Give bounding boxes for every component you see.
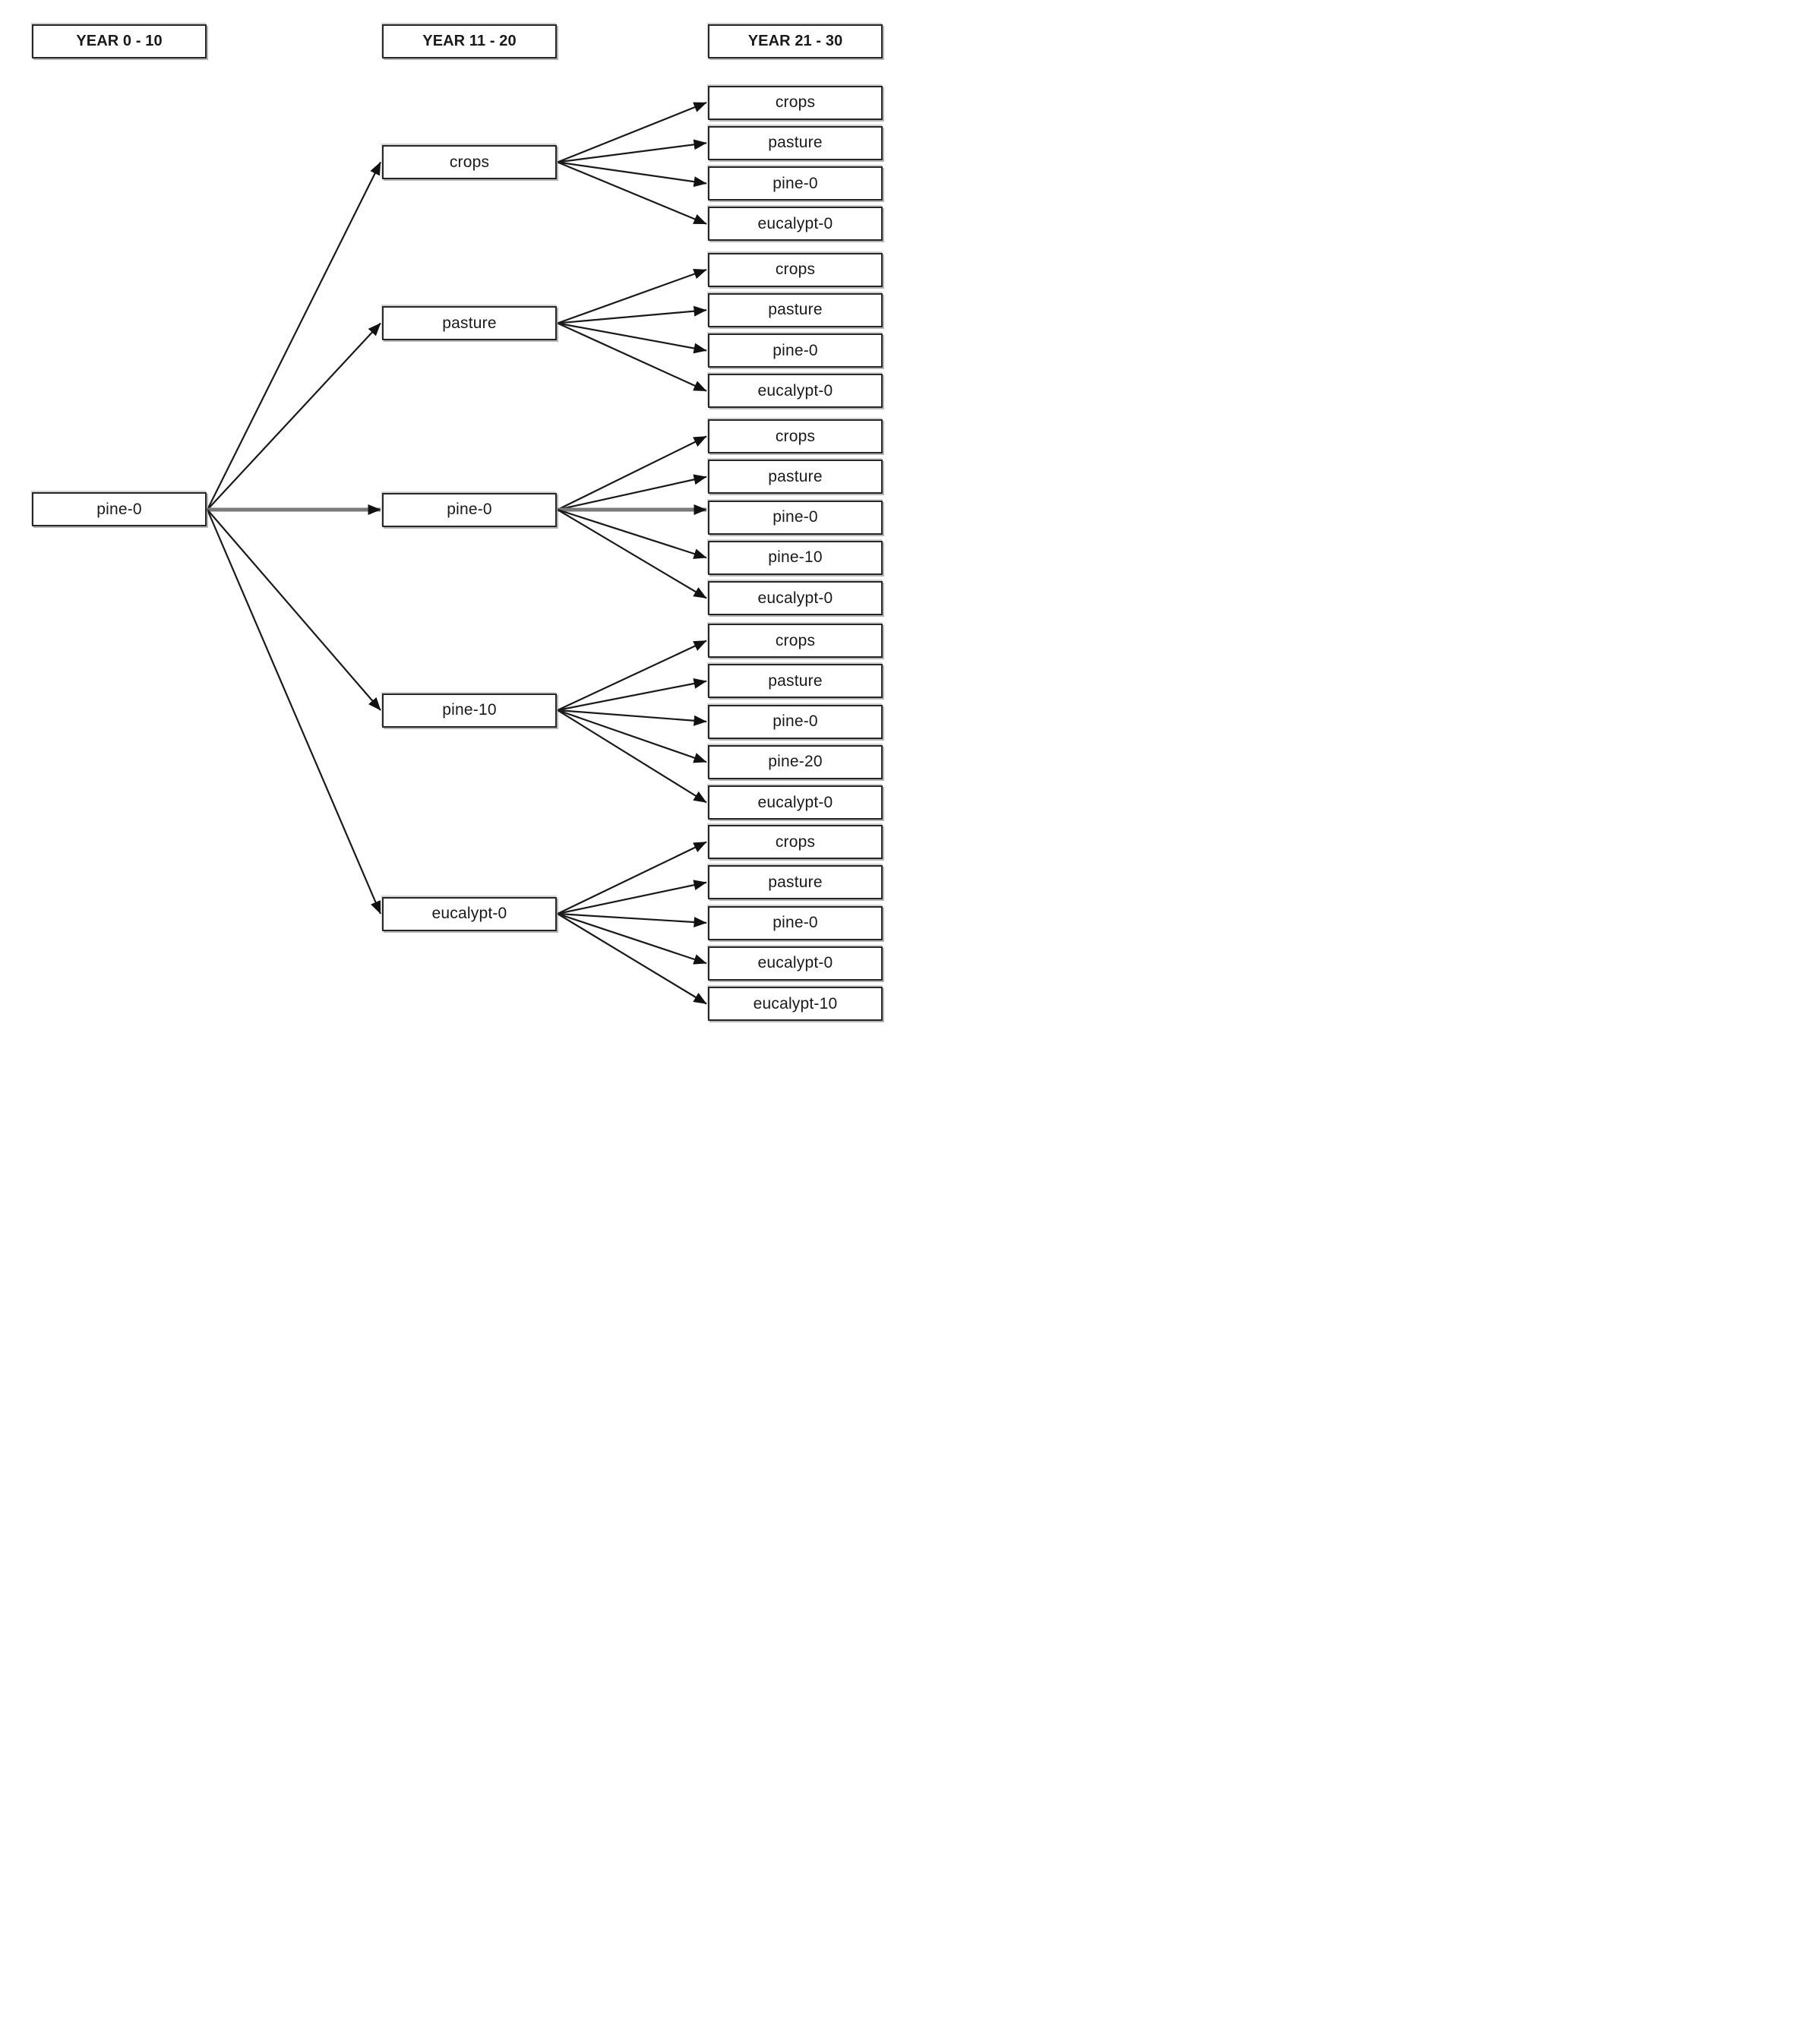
column-header-year-11-20: YEAR 11 - 20 xyxy=(382,24,557,58)
transition-arrow xyxy=(207,509,381,711)
transition-arrow xyxy=(557,161,707,188)
decade3-node-pasture-crops: crops xyxy=(708,252,883,287)
decade3-node-pine-0-crops: crops xyxy=(708,419,883,453)
decade2-node-pasture: pasture xyxy=(382,306,557,340)
transition-arrow xyxy=(557,880,707,915)
decade3-node-pine-0-pine-10: pine-10 xyxy=(708,540,883,575)
decade3-node-eucalypt-0-pasture: pasture xyxy=(708,865,883,900)
transition-arrow xyxy=(557,268,707,324)
transition-arrow xyxy=(557,912,707,927)
decade3-node-crops-pasture: pasture xyxy=(708,125,883,160)
decade3-node-pine-0-pine-0: pine-0 xyxy=(708,500,883,535)
decade3-node-pine-10-crops: crops xyxy=(708,624,883,658)
decade3-node-eucalypt-0-eucalypt-10: eucalypt-10 xyxy=(708,987,883,1021)
decade3-node-pine-0-eucalypt-0: eucalypt-0 xyxy=(708,581,883,615)
transition-arrow xyxy=(557,678,707,712)
land-use-transition-diagram: YEAR 0 - 10 YEAR 11 - 20 YEAR 21 - 30 pi… xyxy=(0,0,901,1022)
transition-arrow xyxy=(557,709,707,763)
transition-arrow xyxy=(557,474,707,511)
decade3-node-pasture-pine-0: pine-0 xyxy=(708,333,883,368)
decade3-node-pine-0-pasture: pasture xyxy=(708,460,883,494)
transition-arrow xyxy=(557,322,707,392)
decade3-node-eucalypt-0-crops: crops xyxy=(708,825,883,859)
decade2-node-eucalypt-0: eucalypt-0 xyxy=(382,896,557,931)
decade3-node-pasture-pasture: pasture xyxy=(708,292,883,327)
transition-arrow xyxy=(557,912,707,965)
transition-arrow xyxy=(557,640,707,711)
decade3-node-eucalypt-0-pine-0: pine-0 xyxy=(708,905,883,940)
decade3-node-pine-10-pasture: pasture xyxy=(708,664,883,699)
transition-arrow xyxy=(557,841,707,915)
decade3-node-crops-crops: crops xyxy=(708,85,883,120)
transition-arrow xyxy=(557,509,707,599)
decade3-node-eucalypt-0-eucalypt-0: eucalypt-0 xyxy=(708,946,883,981)
root-node-pine-0: pine-0 xyxy=(32,492,207,526)
transition-arrow xyxy=(557,913,707,1005)
transition-arrow xyxy=(557,508,707,559)
decade3-node-crops-eucalypt-0: eucalypt-0 xyxy=(708,207,883,242)
transition-arrow xyxy=(207,322,381,510)
connector-arrows xyxy=(206,101,707,1005)
decade3-node-pine-10-pine-20: pine-20 xyxy=(708,744,883,779)
transition-arrow xyxy=(557,322,707,354)
decade3-node-pine-10-eucalypt-0: eucalypt-0 xyxy=(708,785,883,820)
decade2-node-pine-10: pine-10 xyxy=(382,693,557,728)
transition-arrow xyxy=(557,161,707,225)
transition-arrow xyxy=(557,709,707,804)
decade2-node-pine-0: pine-0 xyxy=(382,492,557,527)
transition-arrow xyxy=(557,709,707,726)
transition-arrow xyxy=(557,139,707,163)
decade3-node-pine-10-pine-0: pine-0 xyxy=(708,704,883,739)
transition-arrow xyxy=(206,509,382,915)
decade2-node-crops: crops xyxy=(382,145,557,179)
column-header-year-21-30: YEAR 21 - 30 xyxy=(708,24,883,58)
transition-arrow xyxy=(207,162,381,510)
column-header-year-0-10: YEAR 0 - 10 xyxy=(32,24,207,58)
transition-arrow xyxy=(557,305,707,324)
decade3-node-pasture-eucalypt-0: eucalypt-0 xyxy=(708,374,883,409)
decade3-node-crops-pine-0: pine-0 xyxy=(708,166,883,201)
transition-arrow xyxy=(557,101,707,163)
transition-arrow xyxy=(557,435,707,510)
